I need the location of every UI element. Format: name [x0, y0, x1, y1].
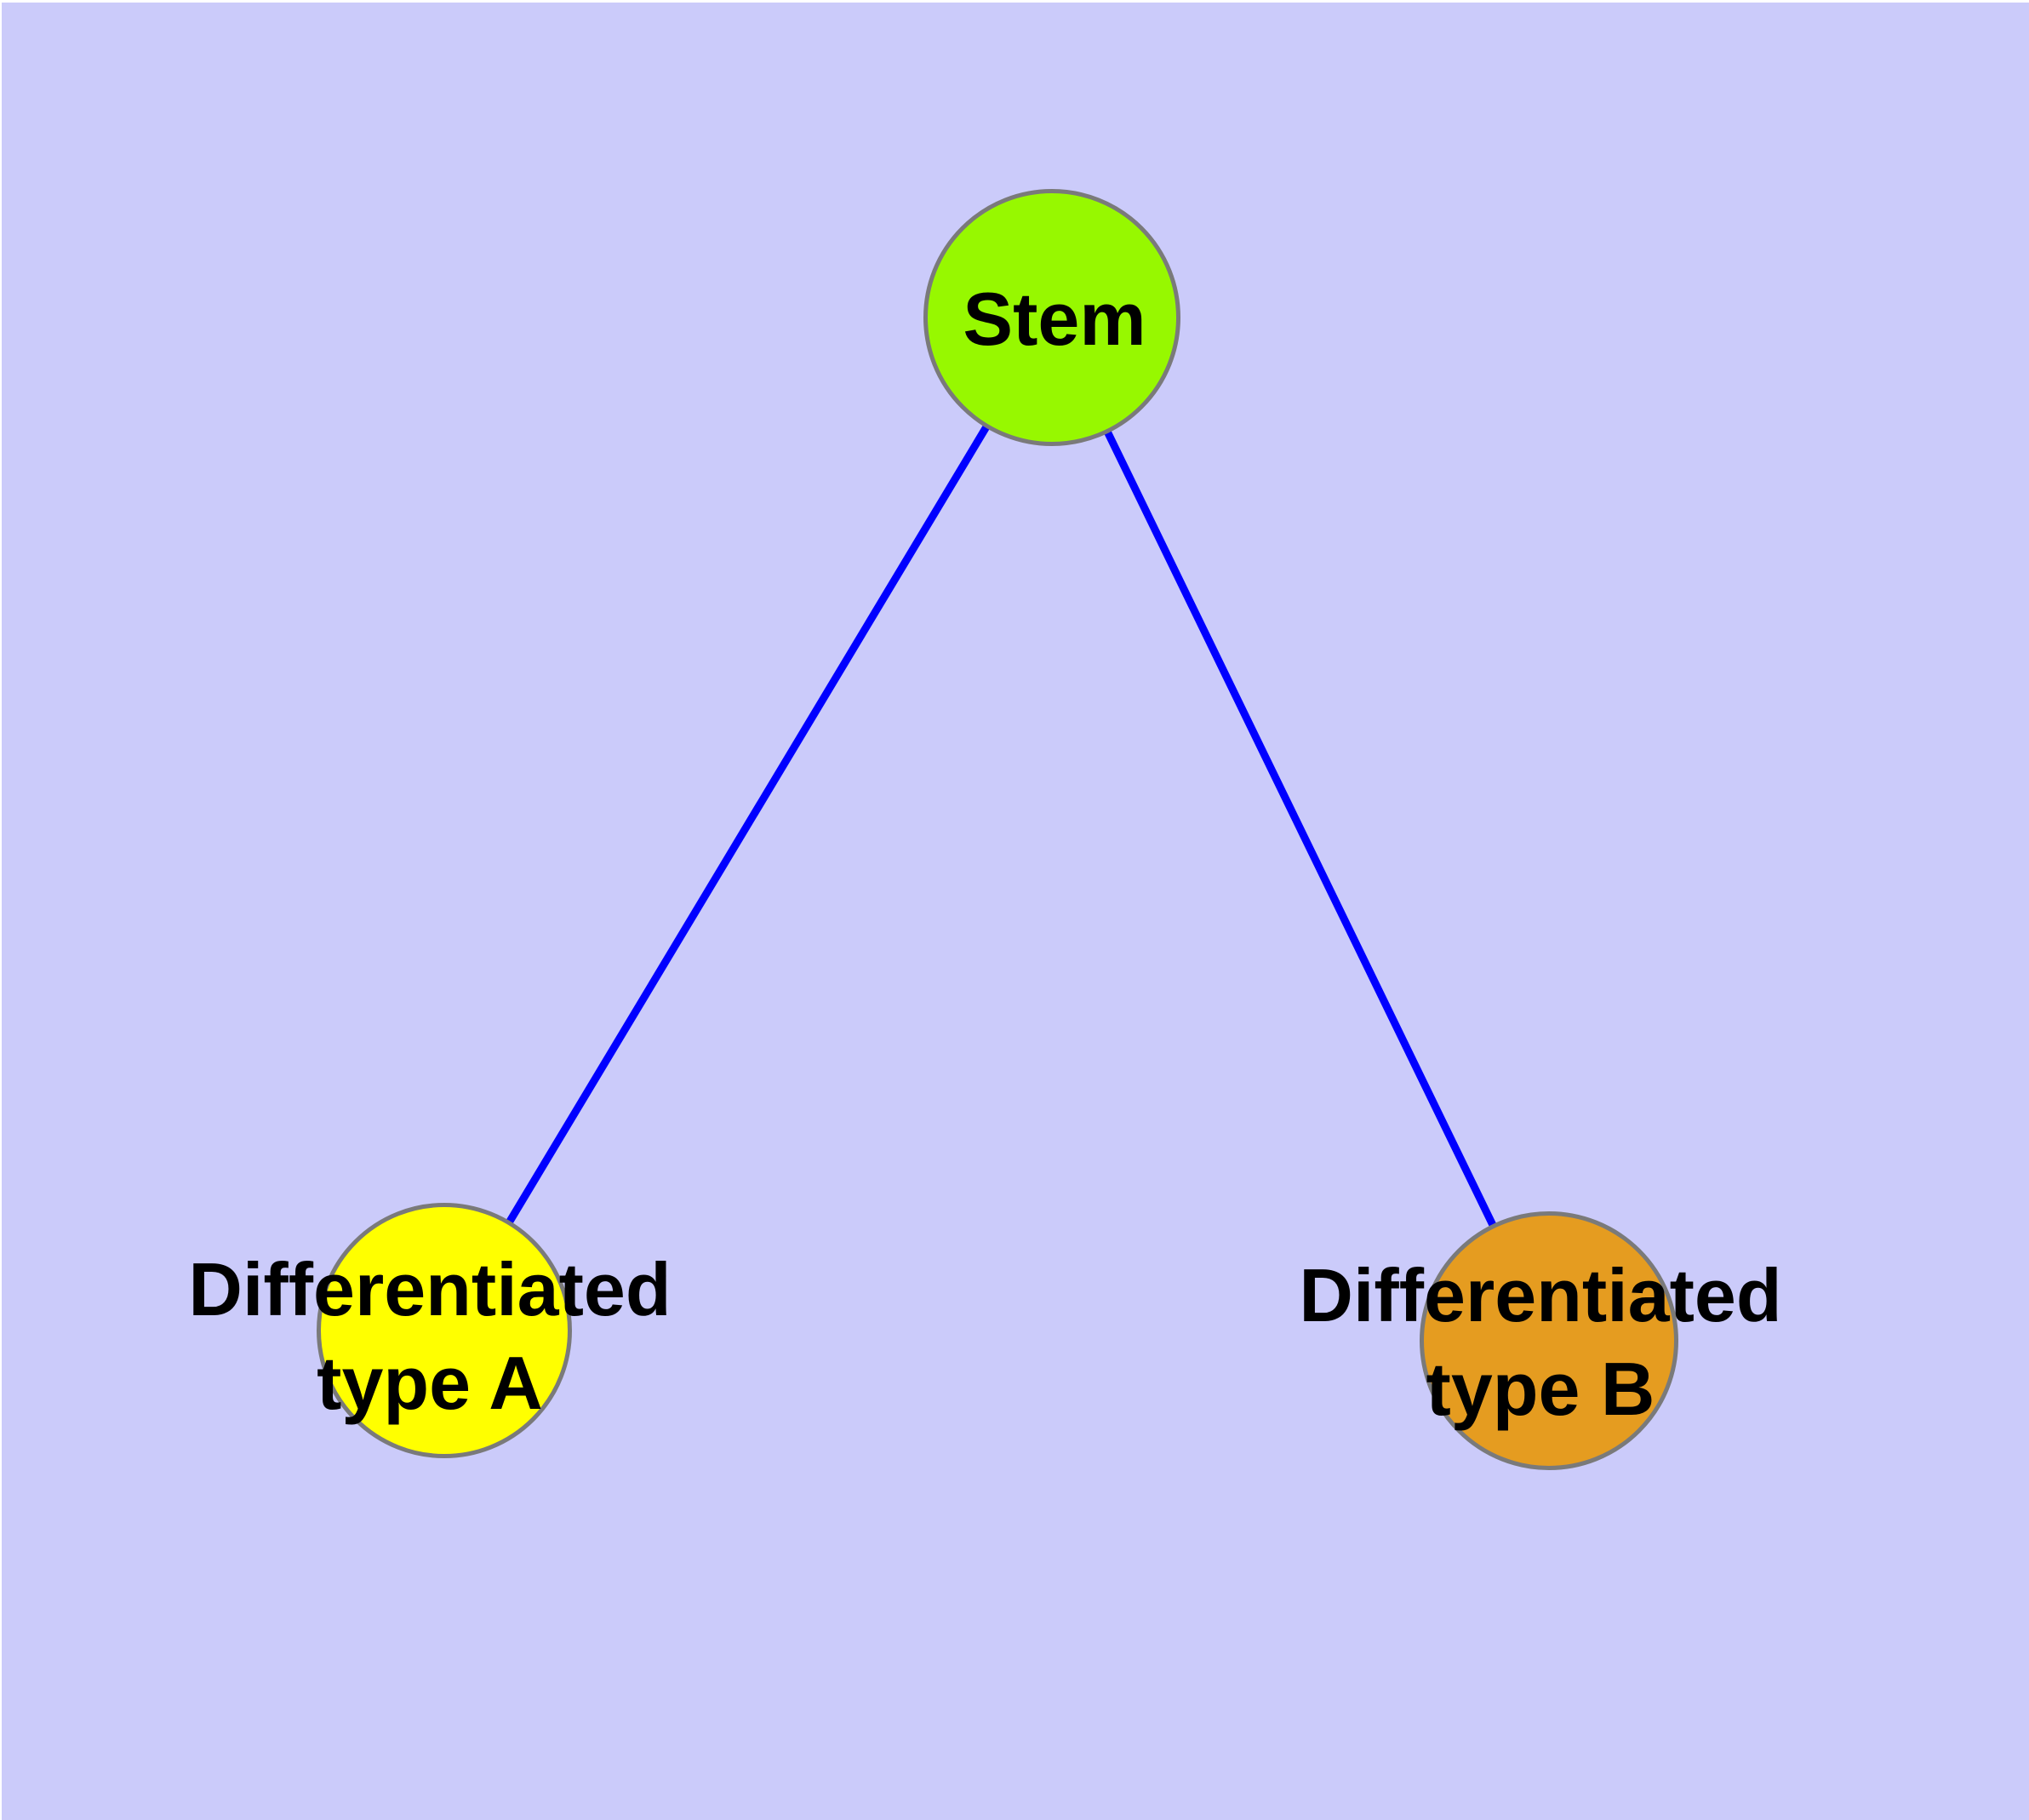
type-b-label-line2: type B — [1426, 1347, 1655, 1431]
node-differentiated-type-b-circle — [1420, 1211, 1678, 1470]
edge-stem-to-type-a — [441, 315, 1055, 1333]
node-stem-label: Stem — [963, 272, 1146, 366]
node-differentiated-type-b-label: Differentiated type B — [1299, 1249, 1781, 1436]
type-b-label-line1: Differentiated — [1299, 1253, 1782, 1337]
type-a-label-line2: type A — [317, 1341, 543, 1425]
edge-stem-to-type-b — [1048, 316, 1553, 1342]
node-differentiated-type-a-label: Differentiated type A — [188, 1243, 671, 1430]
stem-label-text: Stem — [963, 277, 1146, 361]
node-stem-circle — [923, 189, 1180, 446]
node-differentiated-type-a-circle — [317, 1203, 572, 1458]
type-a-label-line1: Differentiated — [188, 1247, 672, 1331]
